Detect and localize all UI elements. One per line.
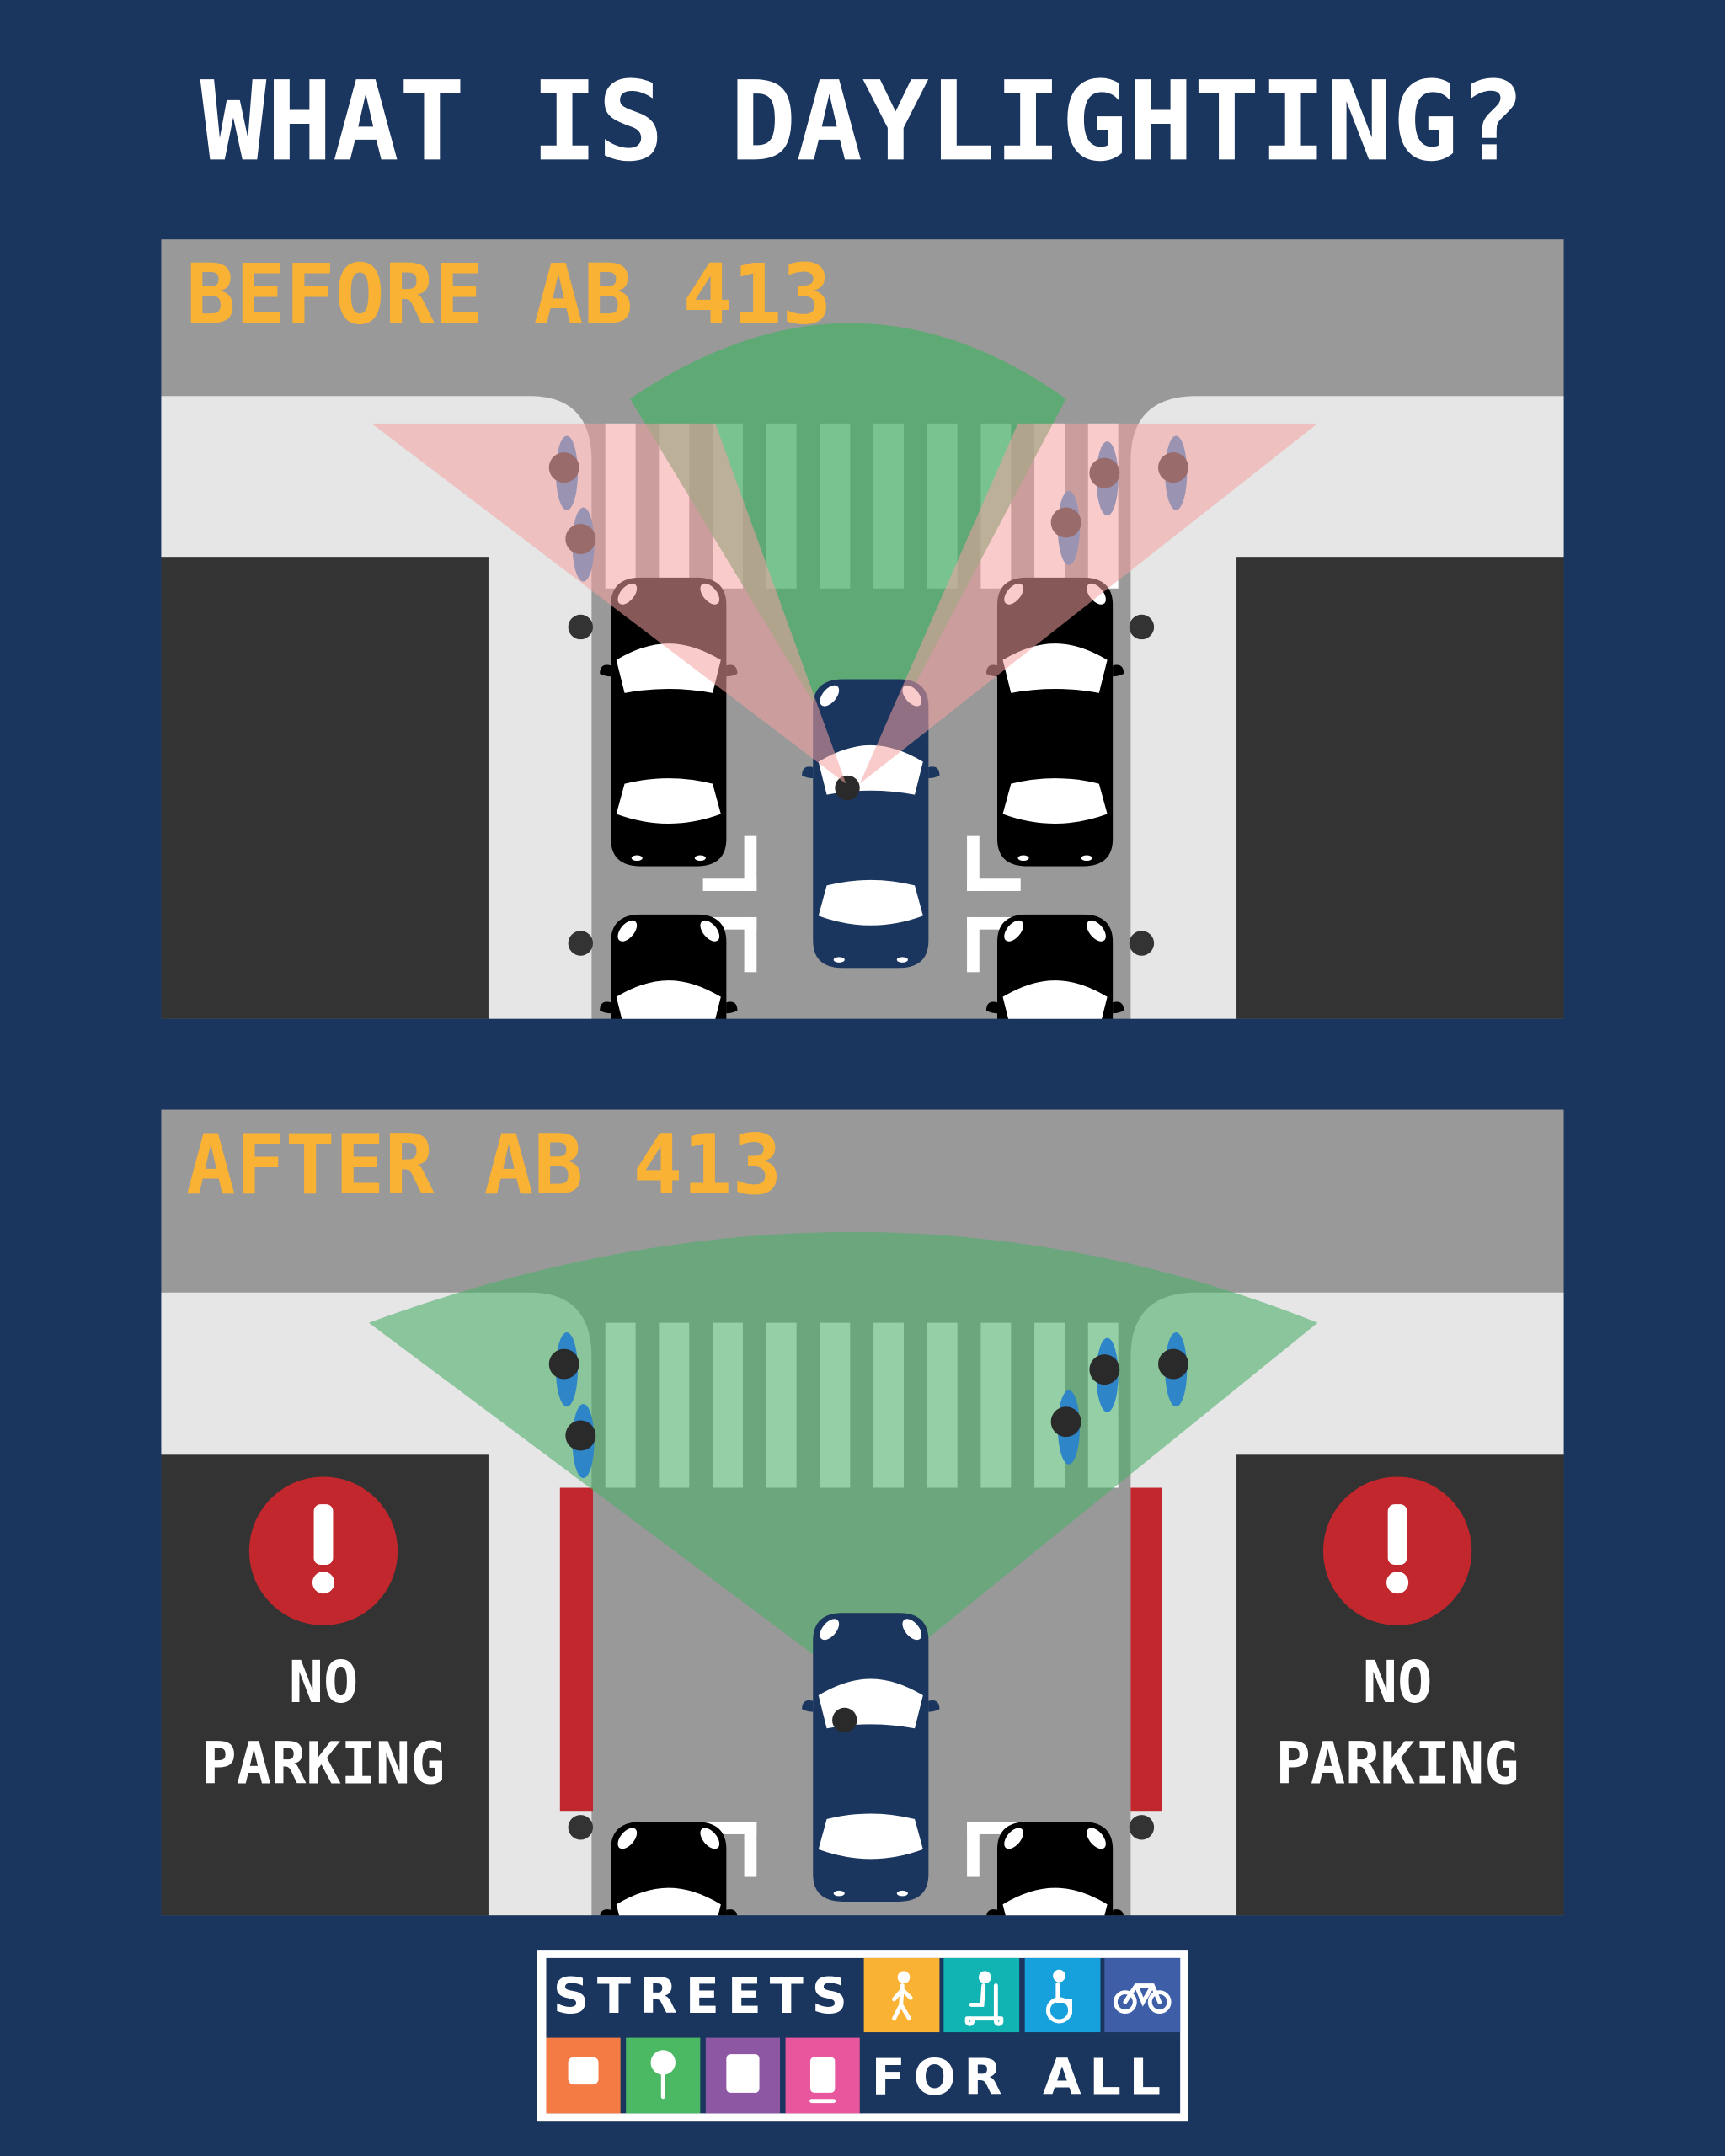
logo-word-for: FOR [872,2048,1011,2106]
visible-zone [368,1231,1318,1692]
red-curb [1130,1487,1162,1812]
building-block [1236,557,1564,1019]
before-panel [161,239,1564,1019]
visible-zone [630,323,1066,784]
no-parking-sign-right: NO PARKING [1276,1476,1519,1798]
no-parking-text: PARKING [202,1731,446,1798]
driver [832,1707,857,1733]
after-label: AFTER AB 413 [186,1118,782,1214]
red-curb [559,1487,593,1812]
driver [835,775,860,801]
logo-word-streets: STREETS [553,1967,856,2025]
no-parking-text: NO [1363,1649,1433,1716]
sidewalk [1130,396,1564,1019]
page-title: WHAT IS DAYLIGHTING? [200,57,1525,185]
sidewalk [161,396,592,1019]
after-panel: NO PARKING NO PARKING [161,1109,1564,1916]
sidewalk [161,1292,592,1916]
no-parking-sign-left: NO PARKING [202,1476,446,1798]
sidewalk [1130,1292,1564,1916]
no-parking-text: PARKING [1276,1731,1519,1798]
building-block [161,557,489,1019]
logo-word-all: ALL [1043,2048,1169,2106]
blocked-zone [371,423,846,784]
no-parking-text: NO [289,1649,359,1716]
streets-for-all-logo: STREETS FOR ALL [537,1950,1188,2122]
driver-car [802,1613,940,1902]
before-label: BEFORE AB 413 [186,248,832,344]
